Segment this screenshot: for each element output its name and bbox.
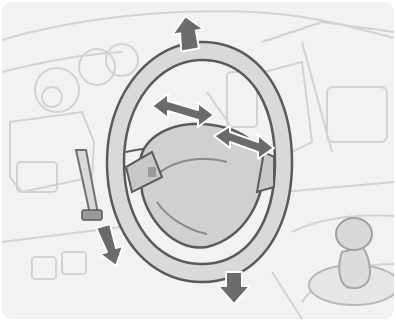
steering-wheel <box>107 42 292 282</box>
arrow-double-diagonal-icon <box>152 94 214 127</box>
adjustment-lever <box>76 150 102 220</box>
arrow-lever-down-icon <box>96 224 123 266</box>
reach-arrow-upper <box>152 94 214 127</box>
illustration-frame <box>2 2 394 319</box>
gear-shifter <box>309 218 394 305</box>
lever-arrow <box>96 224 123 266</box>
steering-illustration <box>2 2 394 319</box>
